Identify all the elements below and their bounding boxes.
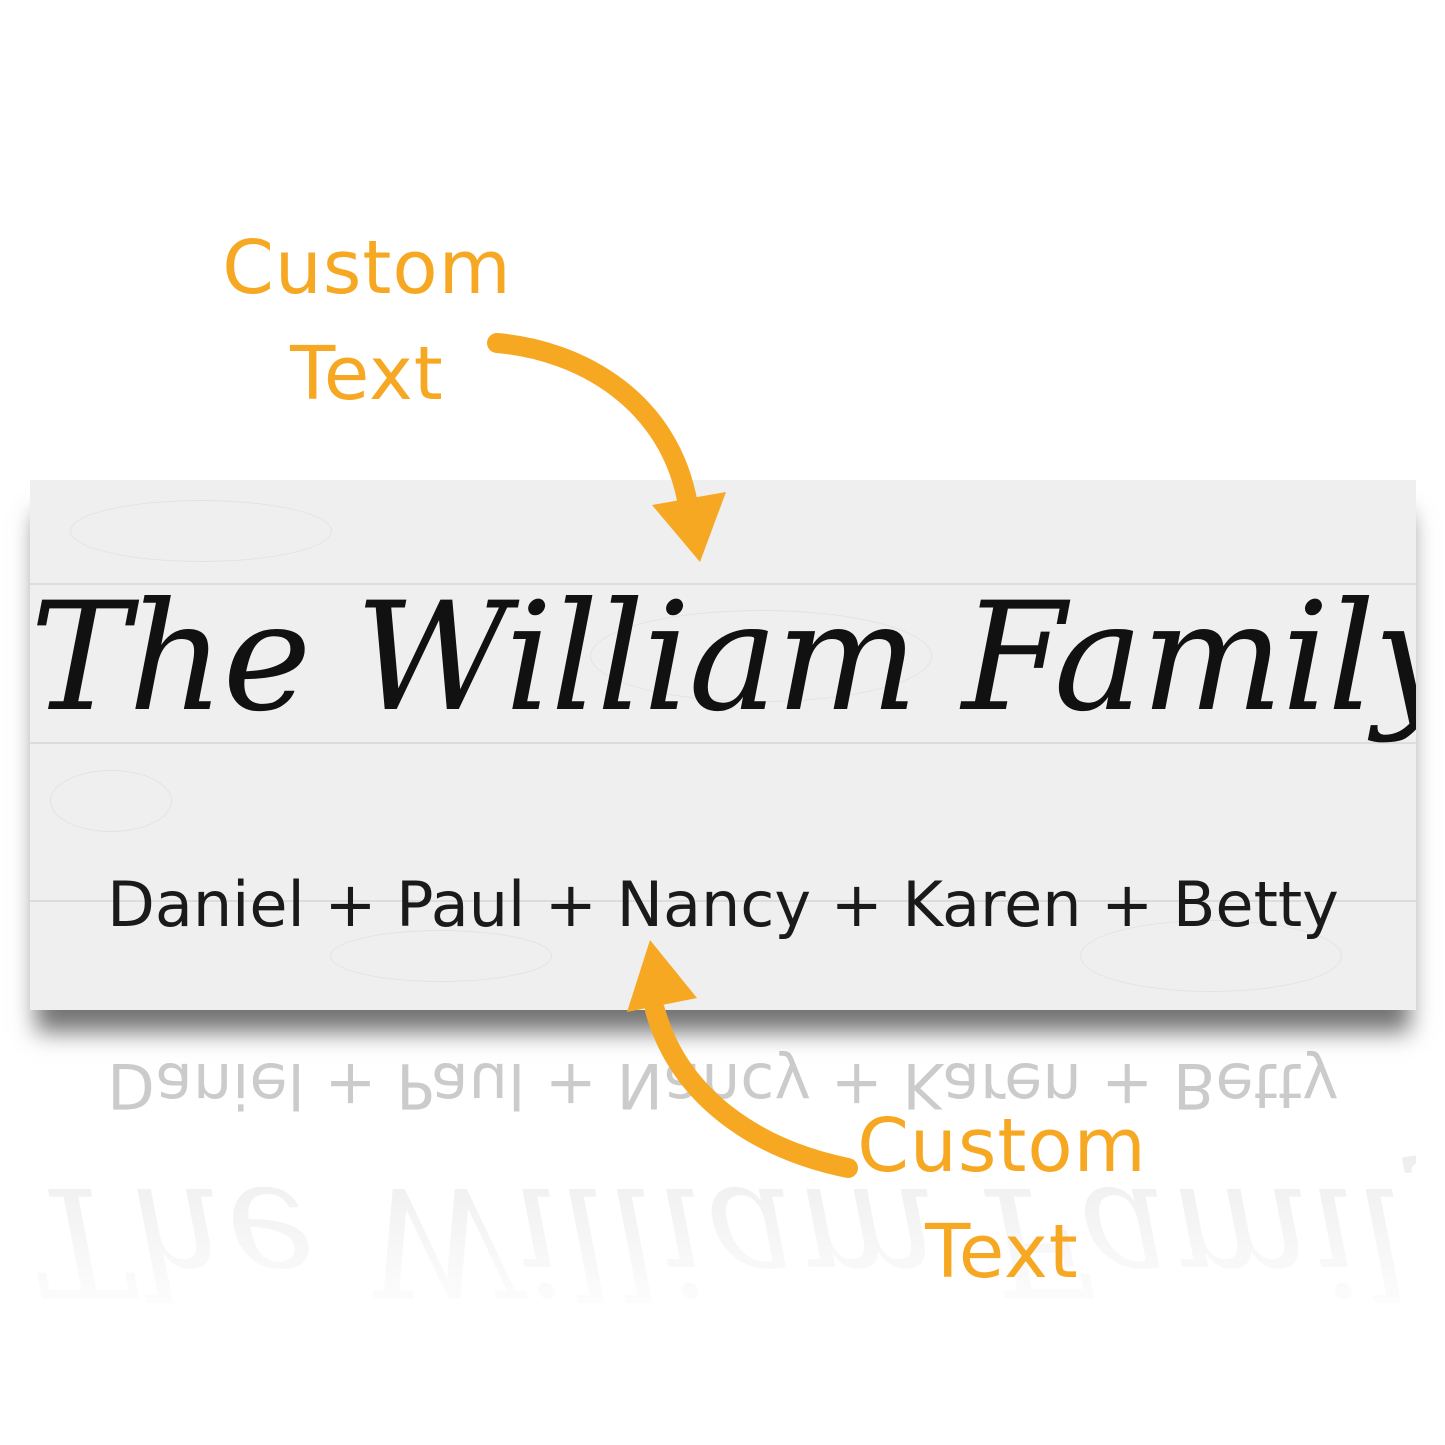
wood-grain (1080, 920, 1342, 992)
callout-top: Custom Text (222, 215, 512, 427)
plank-seam (30, 900, 1416, 902)
wood-grain (330, 930, 552, 982)
callout-top-line2: Text (290, 331, 444, 417)
wood-grain (50, 770, 172, 832)
wood-grain (590, 610, 932, 702)
plank-seam (30, 742, 1416, 744)
callout-top-line1: Custom (222, 225, 512, 311)
wood-grain (70, 500, 332, 562)
callout-bottom-line2: Text (925, 1209, 1079, 1295)
plank-seam (30, 583, 1416, 585)
wood-sign: The William Family Daniel + Paul + Nancy… (30, 480, 1416, 1010)
sign-names: Daniel + Paul + Nancy + Karen + Betty (107, 868, 1339, 941)
reflection-names: Daniel + Paul + Nancy + Karen + Betty (107, 1049, 1339, 1122)
reflection-title: The William Family (30, 1153, 1445, 1327)
callout-bottom: Custom Text (852, 1093, 1152, 1305)
sign-title: The William Family (30, 571, 1416, 745)
callout-bottom-line1: Custom (857, 1103, 1147, 1189)
